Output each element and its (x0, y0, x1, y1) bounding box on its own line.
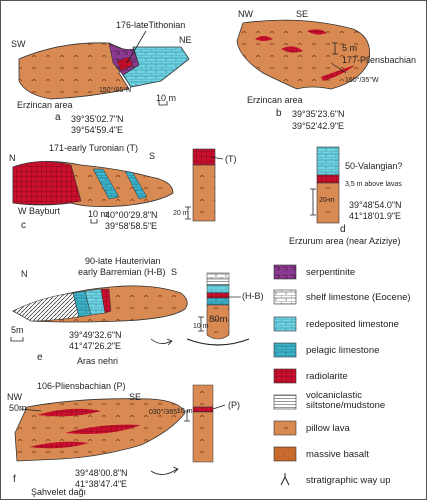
legend-label-pelagic-limestone: pelagic limestone (306, 345, 380, 356)
panel-d-area: Erzurum area (near Aziziye) (289, 236, 401, 246)
panel-d-lat: 39°48'54.0"N (349, 200, 402, 210)
panel-b-attitude: 160°/35°W (345, 77, 379, 84)
panel-d-lon: 41°18'01.9"E (349, 211, 402, 221)
panel-d-sample-label: 50-Valangian? (345, 161, 403, 171)
panel-f-lat: 39°48'00.8"N (75, 468, 128, 478)
panel-d-letter: d (340, 224, 346, 235)
panel-e-right-direction: S (171, 267, 178, 277)
panel-c-column-label: (T) (225, 154, 237, 164)
legend-label-shelf-limestone: shelf limestone (Eocene) (306, 292, 411, 303)
panel-b-left-direction: NW (238, 9, 253, 19)
panel-c-area: W Bayburt (18, 206, 61, 216)
panel-f-lon: 41°38'47.4"E (75, 479, 128, 489)
panel-e-column-thickness: 80m (209, 314, 228, 325)
panel-c-left-direction: N (9, 153, 16, 163)
panel-a-attitude: 150°/85°N (99, 87, 132, 94)
panel-a-section (18, 30, 190, 106)
panel-b-lat: 39°35'23.6"N (292, 109, 345, 119)
panel-f-column-scale: 10 m (177, 408, 193, 415)
legend-swatches (273, 264, 297, 486)
panel-e-area: Aras nehri (77, 356, 119, 366)
panel-b-right-direction: SE (296, 9, 309, 19)
legend-label-redeposited-limestone: redeposited limestone (306, 319, 399, 330)
panel-f-letter: f (13, 474, 16, 485)
panel-c-sample-label: 171-early Turonian (T) (49, 143, 139, 153)
panel-b-area: Erzincan area (247, 95, 303, 105)
panel-b-scale: 5 m (342, 43, 358, 53)
panel-d-note: 3,5 m above lavas (345, 181, 402, 188)
legend-label-radiolarite: radiolarite (306, 371, 348, 382)
panel-f-sample-label: 106-Pliensbachian (P) (37, 381, 126, 391)
panel-a-scale: 10 m (156, 93, 177, 103)
panel-a-lon: 39°54'59.4"E (71, 125, 124, 135)
panel-f-right-direction: SE (129, 392, 142, 402)
panel-c-right-direction: S (149, 151, 156, 161)
panel-e-scale: 5m (11, 325, 24, 335)
panel-e-lon: 41°47'26.2"E (69, 341, 122, 351)
panel-c-lat: 40°00'29.8"N (105, 210, 158, 220)
panel-a-sample-label: 176-lateTithonian (116, 20, 186, 30)
panel-f-column-label: (P) (228, 400, 240, 410)
panel-c-scale: 10 m (88, 209, 109, 219)
panel-a-letter: a (55, 112, 61, 123)
panel-f-attitude: 030°/365° (149, 409, 180, 416)
panel-e-column-scale: 10 m (193, 323, 209, 330)
panel-f-scale: 50m (9, 403, 27, 413)
panel-e-column-label: (H-B) (242, 291, 264, 301)
panel-b-section (236, 19, 371, 90)
panel-e-left-direction: N (21, 269, 28, 279)
legend-label-way-up: stratigraphic way up (306, 475, 391, 486)
panel-b-letter: b (276, 108, 282, 119)
panel-d-section (310, 146, 340, 224)
panel-c-lon: 39°58'58.5"E (105, 221, 158, 231)
panel-b-lon: 39°52'42.9"E (292, 121, 345, 131)
panel-c-letter: c (21, 220, 26, 231)
panel-f-area: Şahvelet dağı (31, 487, 87, 497)
panel-a-lat: 39°35'02.7"N (71, 114, 124, 124)
legend-label-pillow-lava: pillow lava (306, 423, 350, 434)
panel-e-section (10, 272, 250, 346)
panel-c-section (12, 148, 224, 224)
panel-e-sample-line1: 90-late Hauterivian (85, 256, 161, 266)
panel-d-scale: 20 m (319, 197, 335, 204)
panel-c-column-scale: 20 m (173, 210, 189, 217)
legend-label-volcaniclastic: volcaniclastic siltstone/mudstone (306, 390, 386, 411)
panel-a-right-direction: NE (179, 35, 192, 45)
panel-e-letter: e (37, 352, 43, 363)
panel-f-left-direction: NW (7, 392, 22, 402)
panel-e-lat: 39°49'32.6"N (69, 330, 122, 340)
panel-b-sample-label: 177-Pliensbachian (342, 55, 417, 65)
panel-a-left-direction: SW (11, 39, 26, 49)
panel-e-sample-line2: early Barremian (H-B) (78, 267, 166, 277)
legend-label-massive-basalt: massive basalt (306, 449, 369, 460)
panel-f-section (14, 384, 226, 475)
legend-label-serpentinite: serpentinite (306, 267, 356, 278)
panel-a-area: Erzincan area (17, 100, 73, 110)
